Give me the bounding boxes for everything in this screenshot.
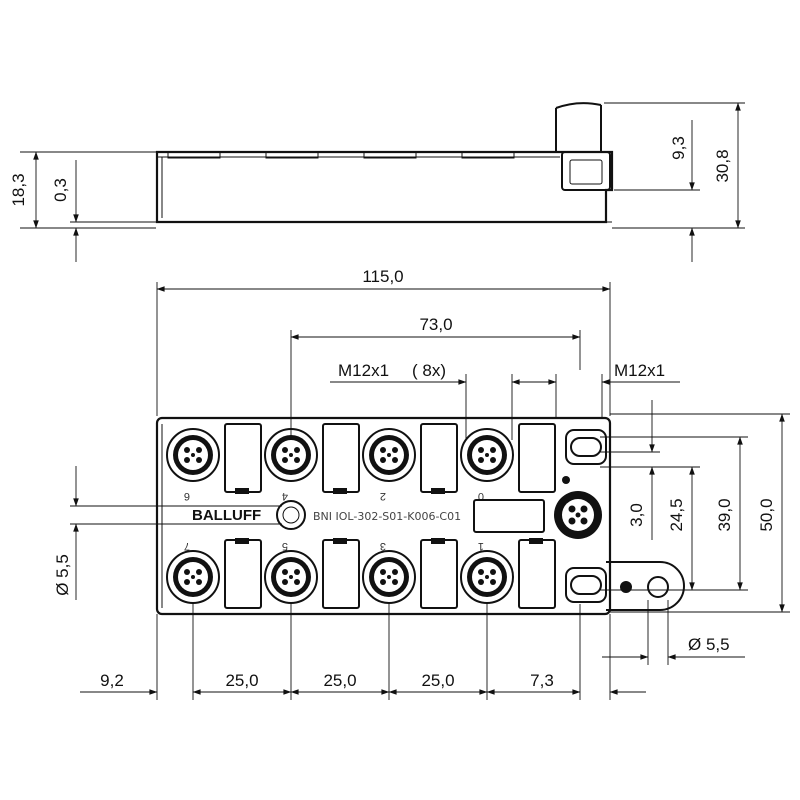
dim-side-offset: 0,3 <box>51 178 70 202</box>
dim-hole-diameter-left: Ø 5,5 <box>53 554 72 596</box>
port-numbers: 6 4 2 0 7 5 3 1 <box>184 490 484 552</box>
dim-single-connector: M12x1 <box>614 361 665 380</box>
port-socket-3 <box>362 550 416 604</box>
dim-overall-height: 50,0 <box>757 498 776 531</box>
dim-hole-spacing-24: 24,5 <box>667 498 686 531</box>
port-number-top: 0 <box>478 490 484 502</box>
dim-overall-width: 115,0 <box>362 267 403 286</box>
side-view: 18,3 0,3 9,3 30,8 <box>9 102 745 262</box>
port-socket-7 <box>166 550 220 604</box>
port-socket-0 <box>460 428 514 482</box>
dim-side-height-small: 9,3 <box>669 136 688 160</box>
dims-right: 3,0 24,5 39,0 50,0 <box>600 400 790 613</box>
dim-pitch-right: 7,3 <box>530 671 554 690</box>
port-socket-6 <box>166 428 220 482</box>
uplink-socket <box>554 491 602 539</box>
dim-thread-label: M12x1 <box>338 361 389 380</box>
top-view: 6 4 2 0 7 5 3 1 BALLUFF BNI IOL-302-S01-… <box>53 267 790 700</box>
dim-pitch: 25,0 <box>421 671 454 690</box>
port-number-bottom: 3 <box>380 540 386 552</box>
dim-hole-spacing-39: 39,0 <box>715 498 734 531</box>
dim-connector-span: 73,0 <box>419 315 452 334</box>
mounting-holes <box>565 429 685 611</box>
dims-left: Ø 5,5 <box>53 466 282 600</box>
port-socket-4 <box>264 428 318 482</box>
dim-count-label: ( 8x) <box>412 361 446 380</box>
dim-side-height-total: 30,8 <box>713 149 732 182</box>
dim-pitch-left-margin: 9,2 <box>100 671 124 690</box>
port-number-bottom: 7 <box>184 540 190 552</box>
port-number-bottom: 5 <box>282 540 288 552</box>
port-socket-5 <box>264 550 318 604</box>
dims-top: 115,0 73,0 M12x1 ( 8x) M12x1 <box>156 267 680 440</box>
model-code: BNI IOL-302-S01-K006-C01 <box>313 510 461 523</box>
dim-pitch: 25,0 <box>323 671 356 690</box>
port-number-top: 6 <box>184 490 190 502</box>
dim-pitch: 25,0 <box>225 671 258 690</box>
dim-hole-offset: 3,0 <box>627 503 646 527</box>
dim-hole-diameter-right: Ø 5,5 <box>688 635 730 654</box>
port-socket-1 <box>460 550 514 604</box>
dims-bottom: 9,2 25,0 25,0 25,0 7,3 Ø 5,5 <box>80 600 745 700</box>
brand-logo: BALLUFF <box>192 507 261 524</box>
port-socket-2 <box>362 428 416 482</box>
port-number-top: 2 <box>380 490 386 502</box>
port-number-top: 4 <box>282 490 288 502</box>
pocket-rectangles <box>224 423 556 609</box>
dim-side-height-left: 18,3 <box>9 173 28 206</box>
port-number-bottom: 1 <box>478 540 484 552</box>
m12-sockets <box>166 428 602 604</box>
